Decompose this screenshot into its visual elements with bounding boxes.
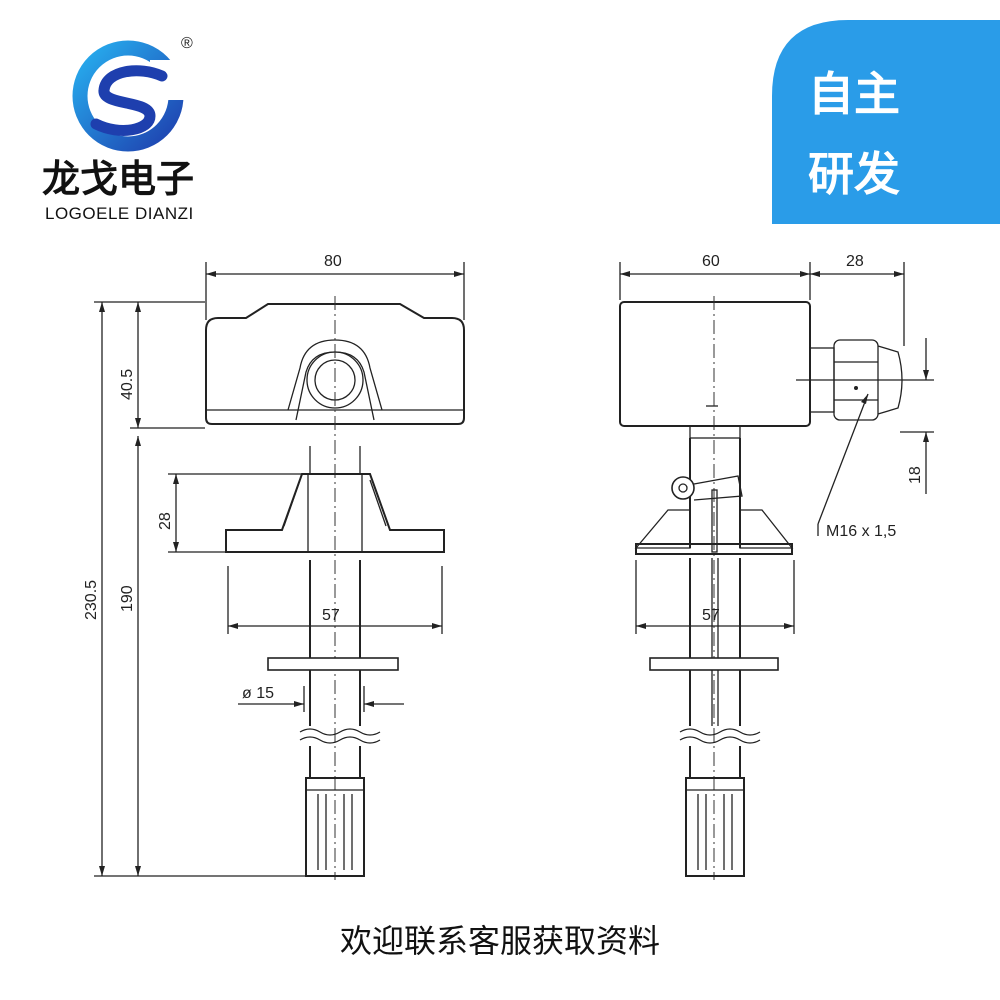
front-housing (205, 303, 465, 425)
front-view: 80 230.5 40.5 190 28 (83, 253, 465, 880)
front-dim-width: 80 (324, 253, 342, 270)
rd-badge: 自主 研发 (772, 20, 1000, 224)
front-dim-diameter: ø 15 (242, 685, 274, 702)
front-dim-flange-width: 57 (322, 607, 340, 624)
badge-line-1: 自主 (808, 67, 900, 121)
side-sensor-tip (685, 777, 745, 877)
side-housing (619, 301, 811, 427)
brand-logo: ® 龙戈电子 LOGOELE DIANZI (42, 35, 194, 223)
side-flange (635, 543, 793, 555)
side-dim-width: 60 (702, 253, 720, 270)
side-view: 60 28 18 M16 x 1,5 (619, 253, 934, 880)
side-thread-label: M16 x 1,5 (826, 523, 896, 540)
front-dim-flange-height: 28 (157, 512, 174, 530)
front-washer (267, 657, 399, 671)
front-sensor-tip (305, 777, 365, 877)
front-dim-probe-length: 190 (119, 585, 136, 612)
badge-line-2: 研发 (808, 147, 900, 201)
footer-contact-text: 欢迎联系客服获取资料 (340, 922, 660, 960)
front-dim-total-height: 230.5 (83, 580, 100, 620)
registered-mark: ® (181, 35, 193, 52)
brand-name-cn: 龙戈电子 (42, 157, 194, 201)
side-washer (649, 657, 779, 671)
side-dim-gland-length: 28 (846, 253, 864, 270)
logo-mark-icon (72, 40, 190, 152)
side-dim-gland-offset: 18 (907, 466, 924, 484)
brand-name-en: LOGOELE DIANZI (45, 204, 194, 223)
front-dim-head-height: 40.5 (119, 369, 136, 400)
side-dim-flange-width: 57 (702, 607, 720, 624)
